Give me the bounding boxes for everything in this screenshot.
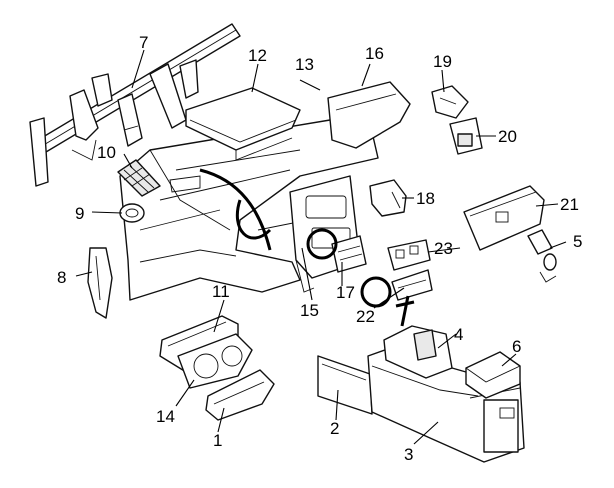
callout-4: 4 (454, 325, 463, 344)
part-9-round-vent (119, 203, 145, 223)
callout-8: 8 (57, 268, 66, 287)
part-1-cluster-lens (205, 369, 275, 421)
callout-6: 6 (512, 337, 521, 356)
part-16-upper-right-panel (327, 81, 411, 149)
part-5-lock-cylinder (527, 229, 557, 283)
leader-lines (75, 49, 567, 445)
callout-18: 18 (416, 189, 435, 208)
part-15-center-bezel (289, 175, 361, 293)
part-19-switch-cover (431, 85, 469, 119)
part-22-radio-module (391, 269, 433, 301)
callout-21: 21 (560, 195, 579, 214)
part-4-shift-boot (383, 325, 453, 379)
callout-5: 5 (573, 232, 582, 251)
callout-labels: 7 12 13 16 19 20 10 9 18 21 5 23 8 17 11… (57, 33, 582, 464)
part-8-left-end-panel (87, 247, 113, 319)
callout-19: 19 (433, 52, 452, 71)
callout-12: 12 (248, 46, 267, 65)
callout-2: 2 (330, 419, 339, 438)
part-17-center-module (331, 235, 367, 273)
part-6-console-lid (465, 351, 521, 399)
part-12-top-cover (185, 87, 301, 161)
part-21-glove-box (463, 185, 545, 251)
part-18-side-vent (369, 179, 407, 217)
callout-15: 15 (300, 301, 319, 320)
part-7-crosscar-beam (29, 23, 241, 187)
callout-17: 17 (336, 283, 355, 302)
callout-10: 10 (97, 143, 116, 162)
dashboard-panel (119, 119, 379, 301)
callout-13: 13 (295, 55, 314, 74)
part-23-switch-block (387, 239, 431, 271)
callout-7: 7 (139, 33, 148, 52)
callout-23: 23 (434, 239, 453, 258)
callout-22: 22 (356, 307, 375, 326)
callout-11: 11 (212, 282, 230, 301)
part-14-instrument-cluster (177, 333, 253, 389)
callout-9: 9 (75, 204, 84, 223)
callout-20: 20 (498, 127, 517, 146)
callout-14: 14 (156, 407, 175, 426)
callout-1: 1 (213, 431, 222, 450)
part-2-side-trim-panel (317, 355, 373, 415)
watermark-graphic (199, 168, 415, 327)
part-20-bracket (449, 117, 483, 155)
callout-16: 16 (365, 44, 384, 63)
callout-3: 3 (404, 445, 413, 464)
